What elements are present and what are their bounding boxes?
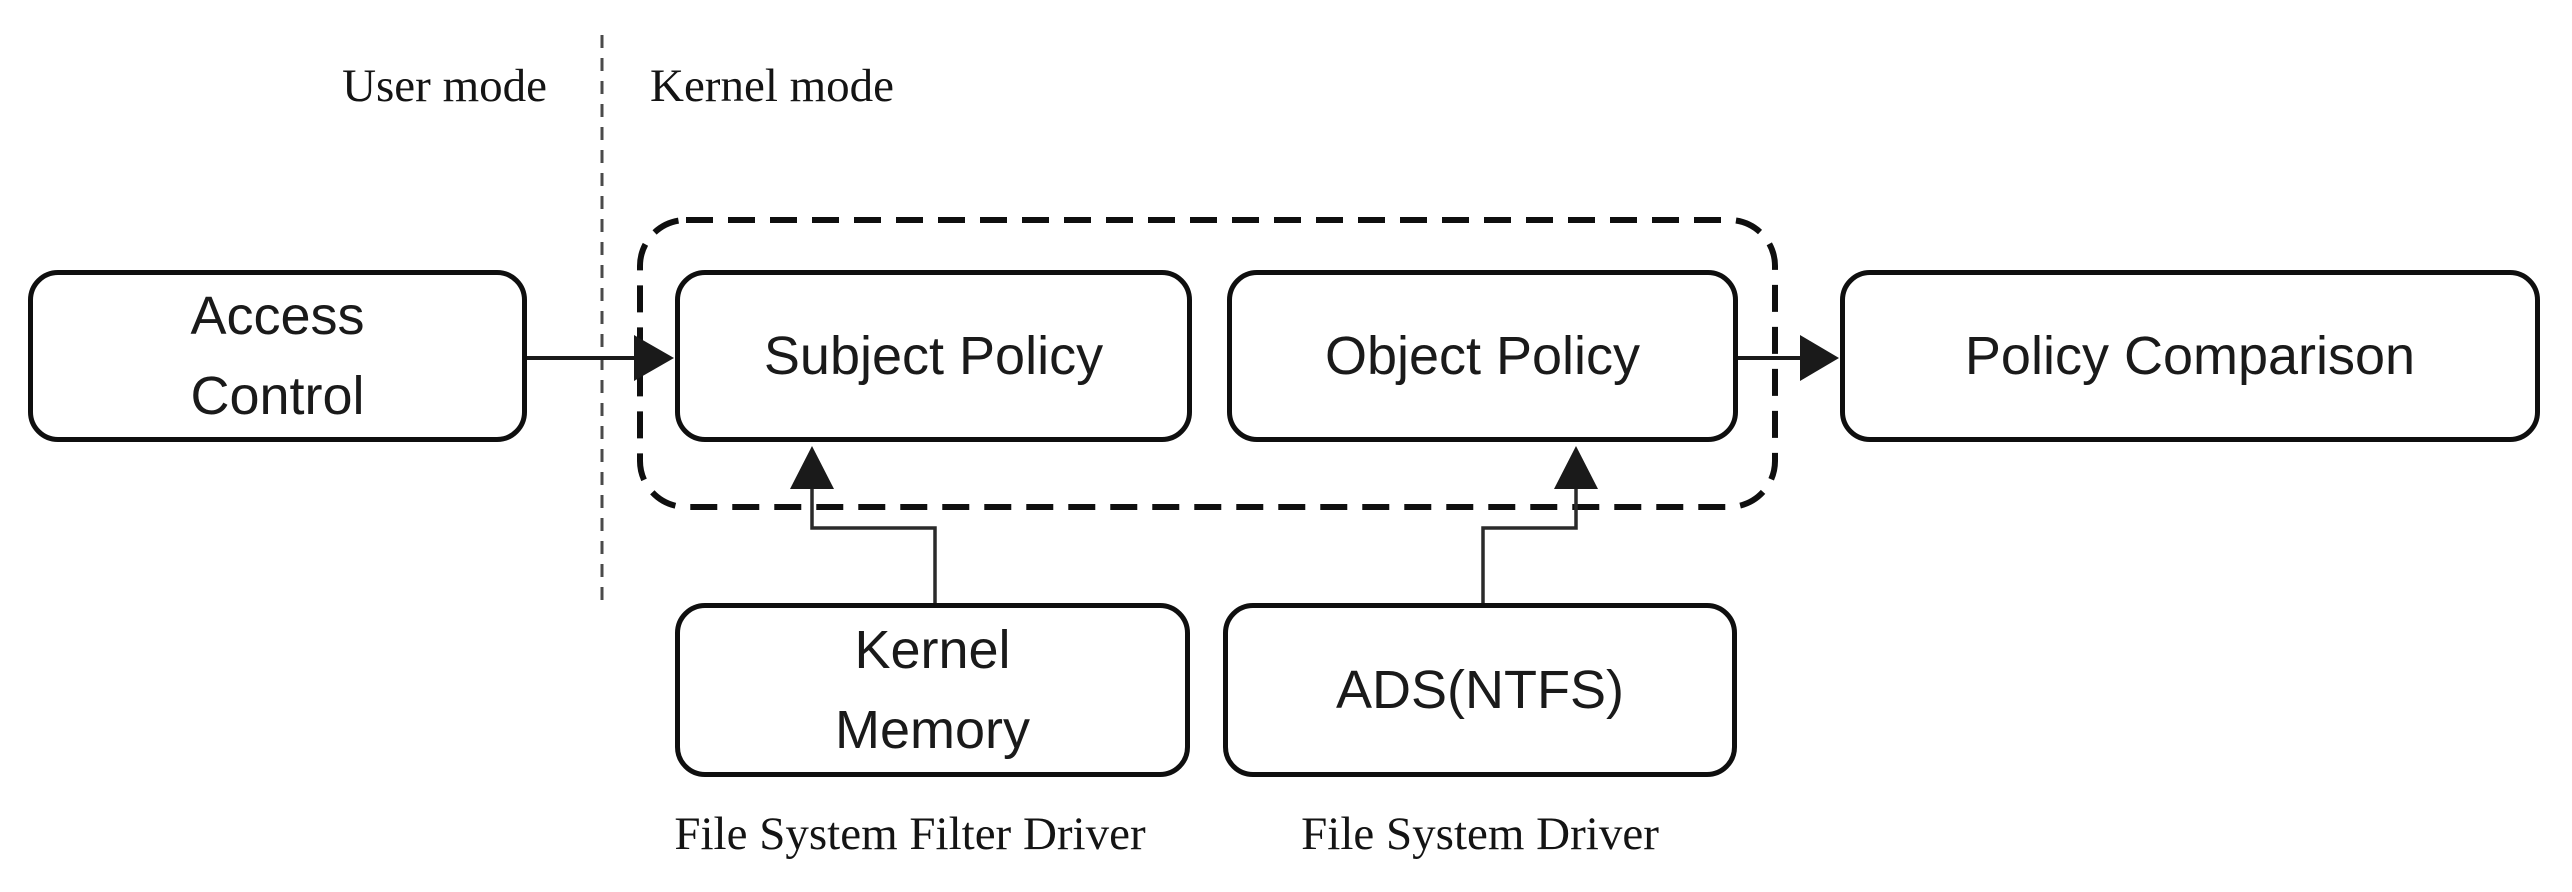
- access-control-label-line1: Access: [190, 286, 365, 346]
- file-system-filter-driver-caption: File System Filter Driver: [674, 808, 1146, 860]
- ads-connector-line: [1481, 488, 1578, 603]
- user-mode-label: User mode: [342, 60, 547, 112]
- ads-to-object-connector: [1481, 446, 1598, 603]
- ads-ntfs-node: ADS(NTFS): [1223, 603, 1737, 777]
- kernel-memory-connector-line: [810, 488, 937, 603]
- policy-comparison-node: Policy Comparison: [1840, 270, 2540, 442]
- subject-policy-node: Subject Policy: [675, 270, 1192, 442]
- file-system-driver-caption: File System Driver: [1301, 808, 1659, 860]
- arrowhead-up-icon: [790, 446, 834, 489]
- kernel-memory-label-line2: Memory: [834, 700, 1030, 760]
- access-control-node: Access Control: [28, 270, 527, 442]
- arrowhead-right-icon: [634, 335, 674, 381]
- policy-group-dashed-border: [637, 217, 1778, 510]
- object-policy-node: Object Policy: [1227, 270, 1738, 442]
- object-policy-label: Object Policy: [1324, 326, 1641, 386]
- subject-policy-label: Subject Policy: [763, 326, 1104, 386]
- kernel-memory-label-line1: Kernel: [854, 620, 1011, 680]
- access-control-label-line2: Control: [190, 366, 365, 426]
- arrowhead-up-icon: [1554, 446, 1598, 489]
- kernel-mode-label: Kernel mode: [650, 60, 895, 112]
- arrowhead-right-icon: [1800, 335, 1839, 381]
- access-to-subject-arrow: [527, 335, 674, 381]
- kernel-memory-to-subject-connector: [790, 446, 937, 603]
- kernel-memory-node: Kernel Memory: [675, 603, 1190, 777]
- ads-ntfs-label: ADS(NTFS): [1336, 660, 1624, 720]
- object-to-comparison-arrow: [1738, 335, 1839, 381]
- policy-comparison-label: Policy Comparison: [1964, 326, 2416, 386]
